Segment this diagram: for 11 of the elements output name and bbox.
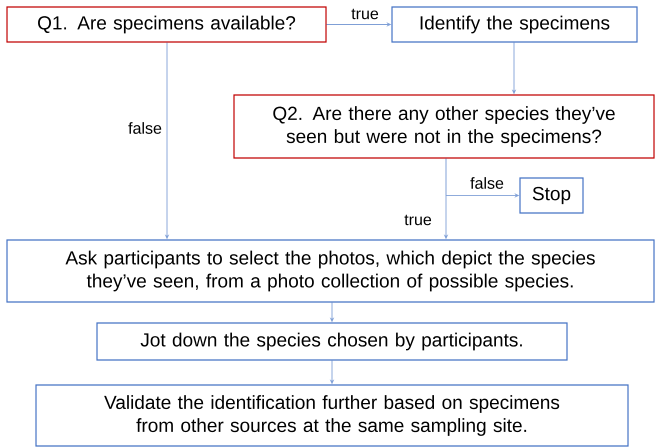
- edge-label: true: [350, 8, 380, 20]
- process-box: Stop: [519, 177, 584, 214]
- process-box: Identify the specimens: [391, 6, 638, 43]
- question-box: Q2. Are there any other species they’ve seen but were not in the specimens?: [233, 94, 655, 159]
- edge-label: false: [469, 176, 505, 190]
- edge-label: false: [127, 121, 163, 135]
- process-box: Validate the identification further based on specimens from other sources at the same sampling site.: [35, 384, 629, 447]
- edge-label: true: [403, 214, 433, 226]
- process-box: Ask participants to select the photos, which depict the species they’ve seen, from a photo collection of possible species.: [6, 239, 655, 303]
- process-box: Jot down the species chosen by participants.: [96, 322, 568, 361]
- question-box: Q1. Are specimens available?: [6, 6, 327, 43]
